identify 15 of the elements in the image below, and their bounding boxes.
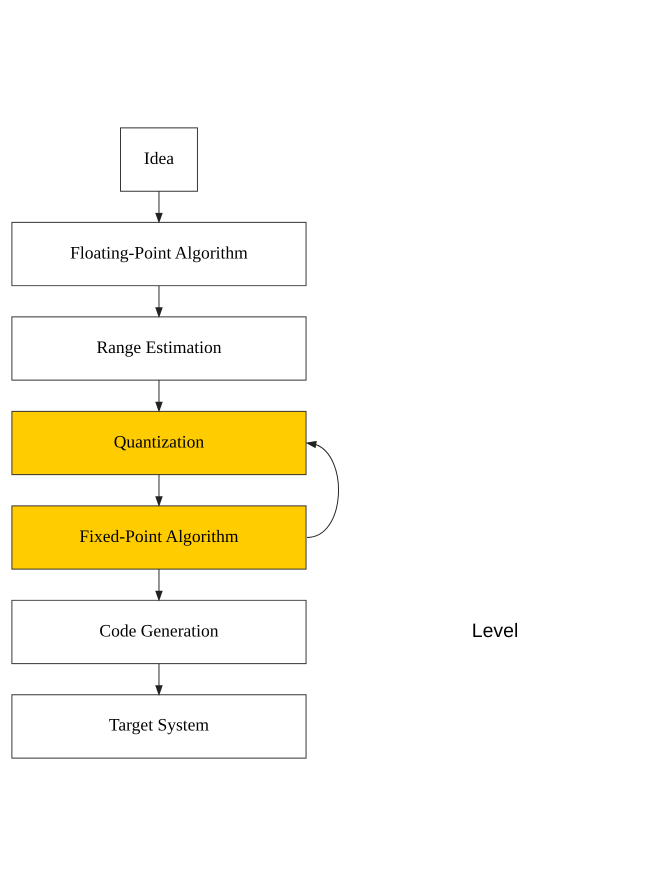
node-box: Target System <box>11 694 307 759</box>
node-box: Code Generation <box>11 600 307 664</box>
node-box: Idea <box>120 127 198 192</box>
node-box: Quantization <box>11 410 307 476</box>
node-box: Floating-Point Algorithm <box>11 222 307 286</box>
arrow <box>155 380 163 412</box>
label: Level <box>472 620 518 642</box>
arrow <box>155 285 163 318</box>
node-box: Fixed-Point Algorithm <box>11 505 307 570</box>
arrow <box>155 190 163 224</box>
node-box: Range Estimation <box>11 316 307 381</box>
arrow <box>155 663 163 696</box>
arrow <box>306 440 339 538</box>
arrow <box>155 474 163 507</box>
arrow <box>155 568 163 602</box>
